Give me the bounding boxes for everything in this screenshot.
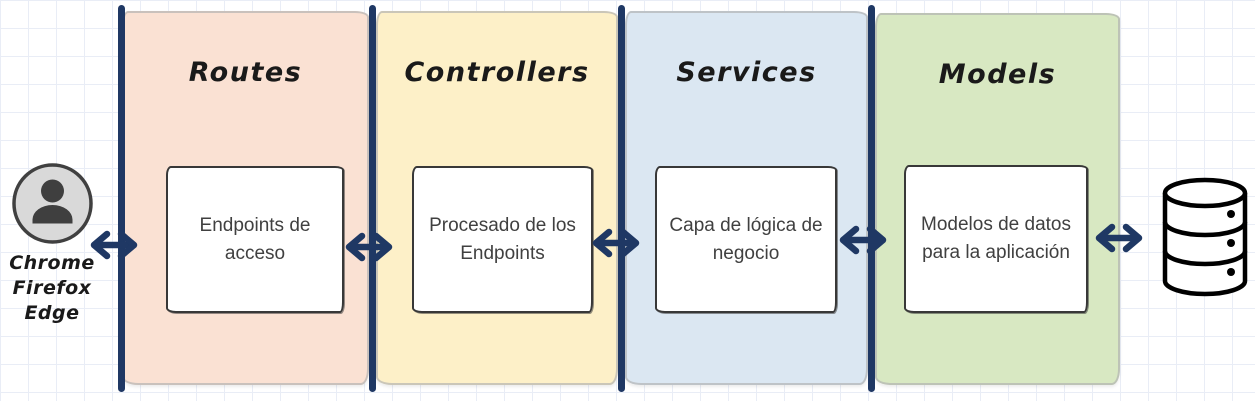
node-box-routes: Endpoints de acceso: [166, 166, 344, 313]
layer-title-controllers: Controllers: [404, 57, 590, 88]
node-text-models: Modelos de datos para la aplicación: [921, 214, 1071, 263]
user-icon: [11, 163, 93, 244]
node-text-services: Capa de lógica de negocio: [669, 214, 823, 264]
client-browsers-label: Chrome Firefox Edge: [0, 251, 104, 326]
double-arrow-icon: [592, 228, 640, 258]
double-arrow-icon: [90, 230, 138, 260]
double-arrow-icon: [345, 232, 393, 262]
layer-title-models: Models: [938, 59, 1057, 90]
node-box-services: Capa de lógica de negocio: [655, 166, 837, 313]
divider-bar: [369, 5, 376, 392]
database-icon: [1162, 177, 1248, 297]
client-group: Chrome Firefox Edge: [0, 162, 104, 326]
node-text-routes: Endpoints de acceso: [199, 214, 311, 264]
double-arrow-icon: [1095, 223, 1143, 253]
node-box-models: Modelos de datos para la aplicación: [904, 165, 1088, 313]
divider-bar: [868, 5, 875, 392]
layer-title-routes: Routes: [188, 57, 303, 88]
node-text-controllers: Procesado de los Endpoints: [429, 214, 576, 264]
double-arrow-icon: [839, 225, 887, 255]
browser-name: Firefox: [12, 277, 92, 299]
node-box-controllers: Procesado de los Endpoints: [412, 166, 593, 313]
divider-bar: [618, 5, 625, 392]
layer-title-services: Services: [676, 57, 817, 88]
browser-name: Chrome: [9, 252, 95, 274]
browser-name: Edge: [24, 302, 80, 324]
divider-bar: [118, 5, 125, 392]
